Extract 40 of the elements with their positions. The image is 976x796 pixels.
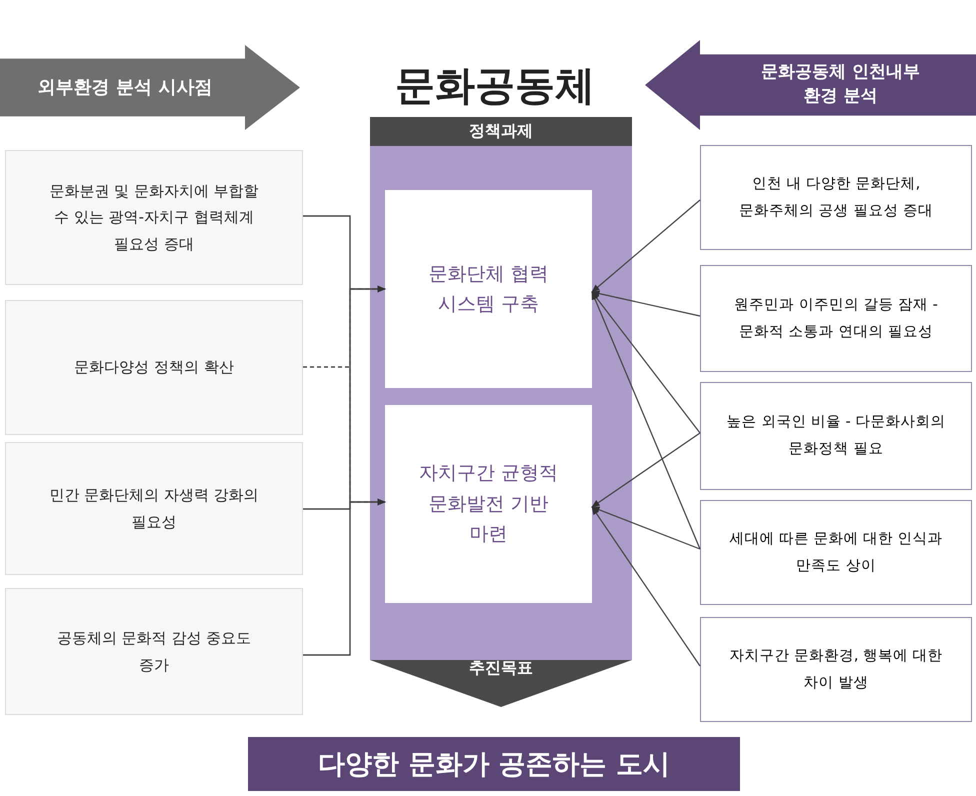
arrow (591, 290, 700, 317)
task-box (385, 190, 592, 388)
arrow (591, 291, 701, 550)
issue-box (700, 500, 972, 605)
arrow (591, 506, 700, 550)
arrow (592, 291, 700, 434)
section-heading: 정책과제 (469, 121, 533, 142)
issue-text: 민간 문화단체의 자생력 강화의 필요성 (48, 485, 260, 532)
arrow (592, 506, 700, 666)
arrow (591, 200, 700, 293)
diagram-title: 문화공동체 (394, 62, 596, 111)
issue-box (700, 617, 972, 722)
issue-text: 세대에 따른 문화에 대한 인식과 만족도 상이 (728, 530, 944, 576)
issue-box (700, 382, 972, 490)
arrow (591, 432, 700, 508)
issue-box (5, 442, 303, 575)
issue-box (5, 150, 303, 285)
policy-column (370, 117, 632, 707)
issue-box (5, 300, 303, 435)
task-box (385, 405, 592, 603)
issue-box (700, 145, 972, 250)
issue-text: 인천 내 다양한 문화단체, 문화주체의 공생 필요성 증대 (738, 174, 934, 220)
goal-banner (248, 737, 740, 791)
issue-text: 자치구간 문화환경, 행복에 대한 차이 발생 (728, 646, 944, 692)
issue-text: 문화분권 및 문화자치에 부합할 수 있는 광역-자치구 협력체계 필요성 증대 (48, 181, 260, 255)
block-arrow (645, 40, 976, 130)
issue-text: 공동체의 문화적 감성 중요도 증가 (56, 628, 252, 676)
task-text: 자치구간 균형적 문화발전 기반 마련 (418, 461, 560, 548)
issue-text: 원주민과 이주민의 갈등 잠재 - 문화적 소통과 연대의 필요성 (733, 296, 939, 342)
arrow-label: 외부환경 분석 시사점 (38, 76, 212, 100)
issue-box (5, 588, 303, 715)
task-text: 문화단체 협력 시스템 구축 (427, 262, 550, 317)
block-arrow (0, 45, 300, 130)
section-heading: 추진목표 (469, 658, 533, 679)
issue-box (700, 265, 972, 372)
issue-text: 높은 외국인 비율 - 다문화사회의 문화정책 필요 (726, 413, 946, 459)
goal-text: 다양한 문화가 공존하는 도시 (318, 748, 670, 782)
issue-text: 문화다양성 정책의 확산 (74, 357, 234, 378)
arrow (303, 498, 386, 656)
arrow-label: 문화공동체 인천내부 환경 분석 (760, 61, 921, 108)
